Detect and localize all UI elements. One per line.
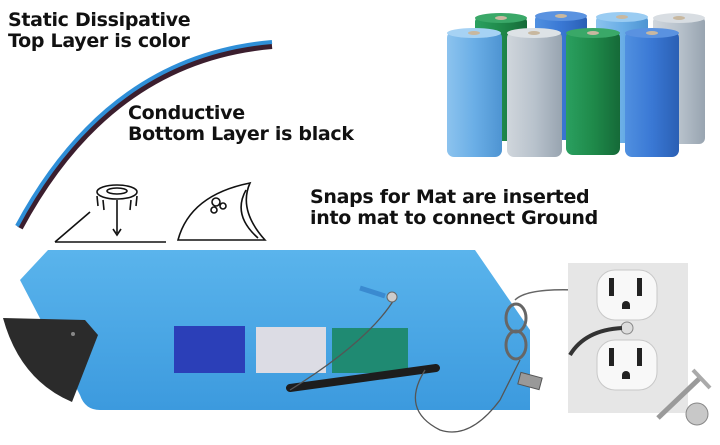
screw [656,368,712,426]
bottom-layer-label: Conductive Bottom Layer is black [128,103,354,145]
top-layer-label: Static Dissipative Top Layer is color [8,9,191,52]
swatch-blue [174,326,245,373]
wrist-strap-band [286,364,440,392]
snaps-label: Snaps for Mat are inserted into mat to c… [310,187,598,229]
snap-clip-illustration [176,181,267,241]
snap-illustration [54,184,166,243]
bottom-layer-label-line1: Conductive [128,102,245,124]
top-layer-label-line1: Static Dissipative [8,9,191,31]
mat-rolls [447,11,705,157]
swatch-green [332,328,408,373]
snaps-label-line2: into mat to connect Ground [310,207,598,229]
bottom-layer-label-line2: Bottom Layer is black [128,123,354,145]
top-layer-label-line2: Top Layer is color [8,30,190,52]
mat-corner-flap [3,318,98,402]
snaps-label-line1: Snaps for Mat are inserted [310,186,590,208]
swatch-gray [256,327,326,373]
wall-outlet [568,263,688,413]
esd-mat [3,250,530,433]
mat-layer-curve [15,40,273,230]
